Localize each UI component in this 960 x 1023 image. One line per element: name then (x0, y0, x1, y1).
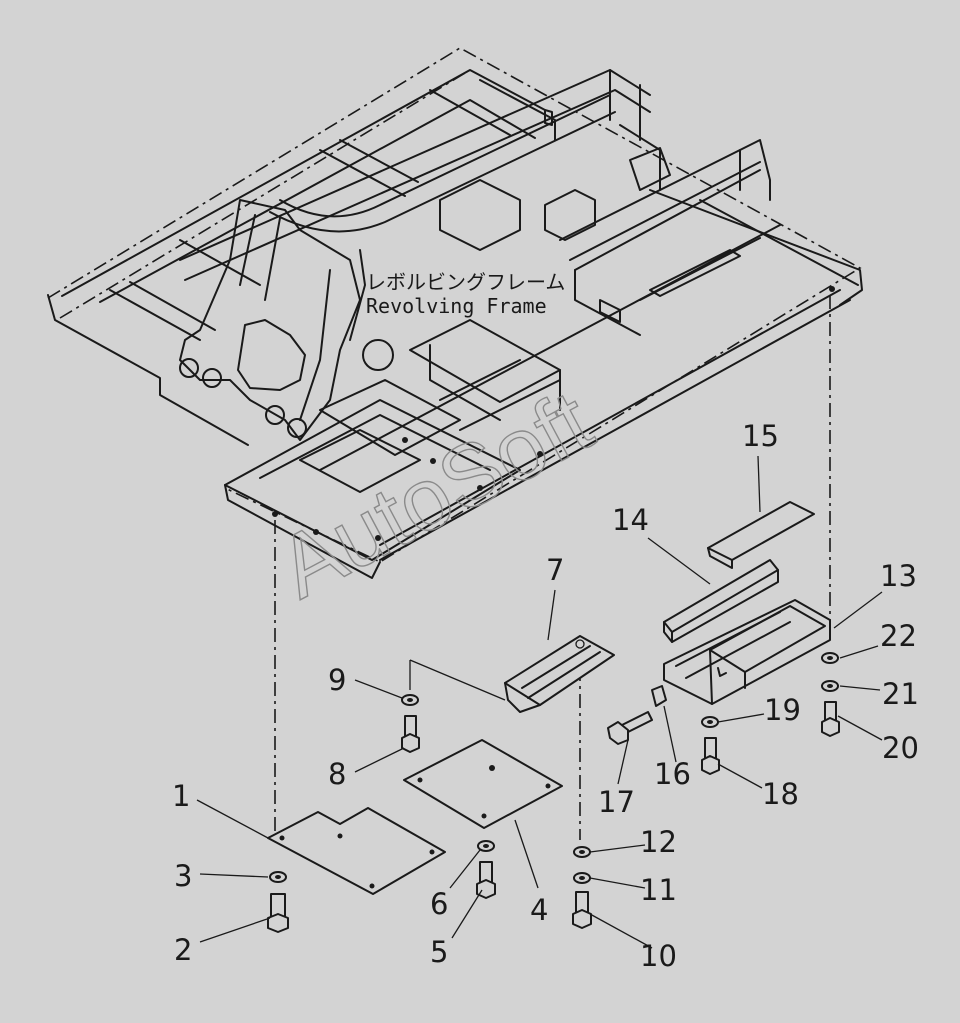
callout-numbers: 1 2 3 4 5 6 7 8 9 10 11 12 13 14 15 16 1… (172, 419, 919, 973)
callout-1: 1 (172, 779, 190, 813)
leader-lines (196, 455, 883, 949)
part-21-washer (821, 680, 839, 692)
part-3-washer (269, 871, 287, 883)
part-4-cover (403, 739, 563, 829)
frame-title-english: Revolving Frame (366, 294, 547, 318)
callout-6: 6 (430, 887, 448, 921)
callout-15: 15 (742, 419, 779, 453)
callout-16: 16 (654, 757, 691, 791)
part-11-washer (573, 872, 591, 884)
callout-10: 10 (640, 939, 677, 973)
part-12-washer (573, 846, 591, 858)
callout-12: 12 (640, 825, 677, 859)
part-17-bolt (607, 711, 653, 745)
part-14-bar (663, 559, 779, 643)
revolving-frame (47, 47, 863, 579)
part-7-bracket (409, 635, 615, 713)
callout-14: 14 (612, 503, 649, 537)
callout-5: 5 (430, 935, 448, 969)
callout-17: 17 (598, 785, 635, 819)
callout-9: 9 (328, 663, 346, 697)
callout-3: 3 (174, 859, 192, 893)
callout-11: 11 (640, 873, 677, 907)
part-22-washer (821, 652, 839, 664)
part-18-bolt (701, 737, 720, 775)
part-6-washer (477, 840, 495, 852)
part-2-bolt (267, 893, 289, 933)
callout-8: 8 (328, 757, 346, 791)
part-10-bolt (572, 891, 592, 929)
part-16-clip (651, 685, 667, 707)
callout-19: 19 (764, 693, 801, 727)
callout-7: 7 (546, 553, 564, 587)
part-20-bolt (821, 701, 840, 737)
callout-18: 18 (762, 777, 799, 811)
callout-2: 2 (174, 933, 192, 967)
callout-4: 4 (530, 893, 548, 927)
part-9-washer (401, 694, 419, 706)
callout-21: 21 (882, 677, 919, 711)
part-5-bolt (476, 861, 496, 899)
part-1-cover (267, 807, 446, 895)
part-8-bolt (401, 715, 420, 753)
callout-20: 20 (882, 731, 919, 765)
frame-title-japanese: レボルビングフレーム (366, 270, 565, 294)
callout-22: 22 (880, 619, 917, 653)
part-19-washer (701, 716, 719, 728)
part-15-plate (707, 501, 815, 569)
part-13-box (663, 599, 831, 705)
callout-13: 13 (880, 559, 917, 593)
